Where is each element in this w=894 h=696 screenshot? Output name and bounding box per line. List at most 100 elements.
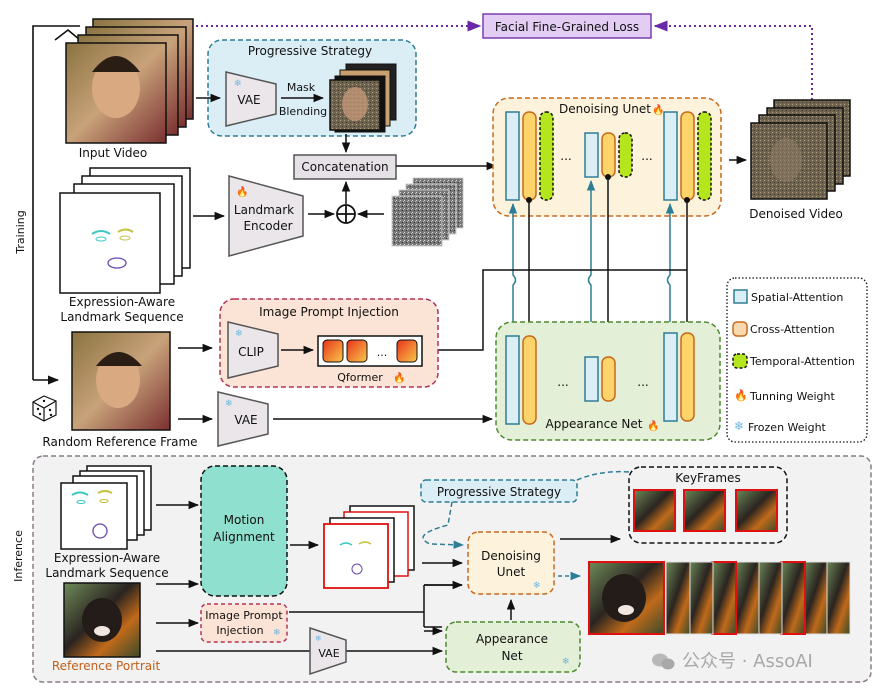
keyframe-image (683, 489, 726, 532)
cross-attention-swatch (732, 321, 748, 337)
legend-label: Frozen Weight (748, 421, 827, 434)
ipi-branch-lines (289, 584, 462, 628)
inference-progressive-label: Progressive Strategy (437, 485, 561, 499)
denoising-unet-label: Denoising Unet (559, 102, 651, 116)
image-prompt-injection-title: Image Prompt Injection (259, 305, 399, 319)
inference-appearance-label-2: Net (501, 649, 522, 663)
inference-image-prompt-injection: Image Prompt Injection ❄ (200, 603, 288, 643)
inference-landmark-label-1: Expression-Aware (54, 551, 160, 565)
noise-frames-stack (391, 177, 464, 247)
clip-encoder-shape (227, 321, 279, 379)
landmark-encoder-label-2: Encoder (243, 219, 292, 233)
clip-label: CLIP (238, 345, 264, 359)
cross-attention-block (680, 111, 695, 201)
inference-unet-label-2: Unet (497, 565, 526, 579)
qformer-label: Qformer (337, 371, 383, 384)
snowflake-icon: ❄ (533, 581, 541, 591)
landmark-frame (59, 192, 161, 294)
snowflake-icon: ❄ (562, 657, 570, 667)
fire-icon: 🔥 (647, 419, 659, 432)
training-label: Training (14, 210, 27, 254)
spatial-attention-block (663, 111, 678, 201)
motion-alignment-box: Motion Alignment (200, 465, 288, 597)
snowflake-icon: ❄ (734, 419, 744, 433)
spatial-attention-block (505, 335, 520, 425)
input-video-label: Input Video (79, 146, 148, 160)
legend-label: Cross-Attention (750, 323, 835, 336)
cross-attention-block (680, 332, 695, 422)
unet-appearance-connections (424, 174, 690, 360)
spatial-attention-swatch (733, 289, 748, 304)
face-shape (92, 58, 140, 118)
motion-alignment-label-1: Motion (224, 513, 265, 527)
fire-icon: 🔥 (393, 371, 405, 384)
cross-attention-block (522, 335, 537, 425)
appearance-net-box: ... ... Appearance Net 🔥 (495, 321, 721, 441)
progressive-strategy-box: Progressive Strategy VAE ❄ Mask Blending (207, 39, 417, 137)
blended-frames-stack (329, 63, 397, 133)
inference-vae-label: VAE (318, 647, 339, 660)
fire-icon: 🔥 (734, 389, 748, 402)
inference-landmark-label-2: Landmark Sequence (45, 566, 168, 580)
inference-progressive-strategy: Progressive Strategy (420, 470, 631, 549)
denoised-video-stack (750, 99, 851, 200)
qformer-token (322, 339, 344, 363)
inference-appearance-label-1: Appearance (476, 632, 548, 646)
inference-label: Inference (12, 530, 25, 582)
spatial-attention-block (584, 356, 599, 402)
spatial-attention-block (505, 111, 520, 201)
cross-attention-block (522, 111, 537, 201)
loss-label: Facial Fine-Grained Loss (495, 20, 639, 34)
qformer-token (396, 339, 418, 363)
inference-denoising-unet: Denoising Unet ❄ (467, 531, 555, 595)
inference-landmark-stack (60, 465, 152, 550)
landmark-encoder-label-1: Landmark (234, 203, 294, 217)
loop-chevron-icon (54, 28, 81, 41)
snowflake-icon: ❄ (273, 628, 281, 638)
temporal-attention-swatch (732, 353, 748, 369)
snowflake-icon: ❄ (225, 399, 233, 409)
spatial-attention-block (584, 132, 599, 178)
reference-portrait-image (63, 582, 141, 658)
ellipsis: ... (557, 375, 568, 389)
keyframe-image (735, 489, 778, 532)
denoised-video-label: Denoised Video (749, 207, 843, 221)
concatenation-box: Concatenation (293, 154, 397, 180)
temporal-attention-block (539, 111, 554, 201)
vae-encoder-2: ❄ VAE (217, 391, 269, 447)
spatial-attention-block (663, 332, 678, 422)
cross-attention-block (601, 132, 616, 178)
motion-alignment-label-2: Alignment (213, 530, 275, 544)
legend: Spatial-Attention Cross-Attention Tempor… (726, 277, 868, 443)
inference-unet-label-1: Denoising (481, 549, 541, 563)
temporal-attention-block (697, 111, 712, 201)
landmark-encoder: 🔥 Landmark Encoder (228, 175, 304, 257)
inference-ipi-label-1: Image Prompt (205, 609, 283, 622)
fire-icon: 🔥 (236, 185, 248, 198)
watermark: 公众号 · AssoAI (652, 651, 813, 672)
reference-portrait-label: Reference Portrait (52, 659, 161, 673)
training-loop-line (32, 25, 80, 380)
denoising-unet-box: Denoising Unet 🔥 ... ... (492, 97, 722, 217)
add-operator-icon (336, 204, 356, 224)
landmark-sequence-label-2: Landmark Sequence (60, 310, 183, 324)
reference-frame-label: Random Reference Frame (42, 435, 197, 449)
inference-appearance-net: Appearance Net ❄ (445, 621, 581, 673)
progressive-strategy-title: Progressive Strategy (248, 44, 372, 58)
input-video-stack (65, 18, 194, 144)
fire-icon: 🔥 (652, 103, 664, 116)
image-prompt-injection-box: Image Prompt Injection ❄ CLIP ... Qforme… (219, 298, 439, 388)
appearance-net-label: Appearance Net (546, 417, 643, 431)
ellipsis: ... (560, 149, 571, 163)
dice-icon (32, 395, 57, 422)
ellipsis: ... (637, 375, 648, 389)
keyframes-label: KeyFrames (675, 471, 740, 485)
vae-label: VAE (237, 93, 260, 107)
landmark-sequence-label-1: Expression-Aware (69, 295, 175, 309)
watermark-text: 公众号 · AssoAI (682, 651, 813, 672)
output-video-strip (588, 561, 851, 635)
facial-fine-grained-loss-box: Facial Fine-Grained Loss (482, 13, 652, 39)
concatenation-label: Concatenation (301, 160, 388, 174)
inference-ipi-label-2: Injection (216, 624, 263, 637)
